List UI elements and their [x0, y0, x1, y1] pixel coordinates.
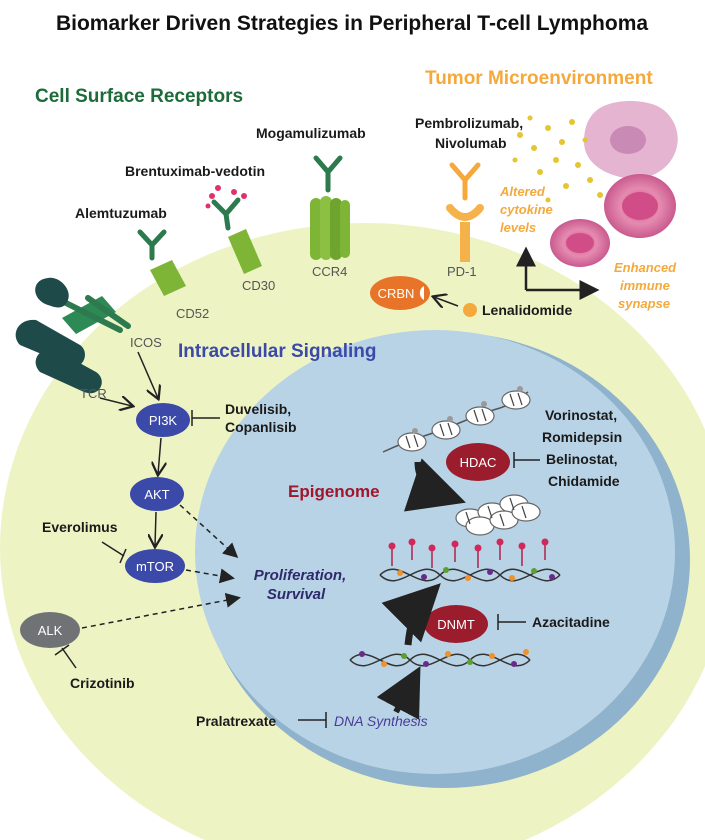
- proliferation-label: Proliferation,: [254, 567, 347, 584]
- section-intracellular: Intracellular Signaling: [178, 341, 377, 362]
- survival-label: Survival: [267, 586, 326, 603]
- icos-tcr-group: [15, 277, 131, 394]
- cd30-label: CD30: [242, 278, 275, 293]
- drug-conjugate-dots: [205, 185, 247, 209]
- microenvironment-cells: [512, 100, 678, 267]
- tcr-label: TCR: [80, 386, 107, 401]
- pralatrexate-label: Pralatrexate: [196, 713, 276, 729]
- copanlisib-label: Copanlisib: [225, 419, 297, 435]
- vorinostat-label: Vorinostat,: [545, 407, 617, 423]
- pembrolizumab-label: Pembrolizumab,: [415, 115, 523, 131]
- pd1-label: PD-1: [447, 264, 477, 279]
- alemtuzumab-label: Alemtuzumab: [75, 205, 167, 221]
- duvelisib-inhibitor: [191, 410, 220, 426]
- pi3k-to-akt-arrow: [158, 437, 161, 474]
- cytokine-dots: [512, 115, 603, 203]
- ccr4-label: CCR4: [312, 264, 347, 279]
- hdac-curved-arrow: [403, 458, 466, 512]
- cytokine-label-1: Altered: [499, 184, 546, 199]
- hdac-inhibitor: [513, 452, 540, 468]
- crbn-label: CRBN: [378, 286, 415, 301]
- chromatin-open: [382, 386, 531, 453]
- cytokine-label-3: levels: [500, 220, 536, 235]
- macrophage-nucleus: [610, 126, 646, 154]
- brentuximab-antibody-icon: [211, 197, 241, 231]
- tcr-to-pi3k-arrow: [99, 398, 132, 406]
- lenalidomide-label: Lenalidomide: [482, 302, 572, 318]
- brentuximab-label: Brentuximab-vedotin: [125, 163, 265, 179]
- pembrolizumab-antibody-icon: [449, 162, 481, 201]
- everolimus-inhibitor: [101, 541, 127, 564]
- dna-unmethylated: [349, 649, 531, 667]
- crizotinib-label: Crizotinib: [70, 675, 135, 691]
- cd52-receptor-group: [137, 229, 186, 296]
- pd1-cup: [446, 204, 484, 221]
- section-tumor-microenvironment: Tumor Microenvironment: [425, 68, 653, 89]
- crbn-node: [370, 276, 430, 310]
- pi3k-label: PI3K: [149, 413, 178, 428]
- page-title: Biomarker Driven Strategies in Periphera…: [56, 12, 648, 35]
- mtor-node: [125, 549, 185, 583]
- ccr4-receptor-group: [310, 155, 350, 260]
- cd30-receptor: [228, 229, 262, 274]
- akt-node: [130, 477, 184, 511]
- tcr-part-2: [15, 319, 85, 367]
- lenalidomide-arrow: [434, 297, 459, 306]
- crizotinib-inhibitor: [54, 644, 77, 669]
- romidepsin-label: Romidepsin: [542, 429, 622, 445]
- cd30-receptor-group: [205, 185, 262, 274]
- mtor-label: mTOR: [136, 559, 174, 574]
- section-cell-surface: Cell Surface Receptors: [35, 86, 243, 107]
- synapse-label-3: synapse: [618, 296, 670, 311]
- chromatin-compact: [455, 494, 541, 536]
- azacitadine-label: Azacitadine: [532, 614, 610, 630]
- pralatrexate-inhibitor: [298, 712, 327, 728]
- akt-to-proliferation-arrow: [179, 504, 239, 559]
- dna-synthesis-label: DNA Synthesis: [334, 713, 428, 729]
- icos-to-pi3k-arrow: [137, 351, 158, 398]
- red-cell-2-center: [566, 233, 594, 253]
- alemtuzumab-antibody-icon: [137, 229, 167, 261]
- lenalidomide-dot: [463, 303, 477, 317]
- alk-label: ALK: [38, 623, 63, 638]
- akt-label: AKT: [144, 487, 169, 502]
- cd52-label: CD52: [176, 306, 209, 321]
- duvelisib-label: Duvelisib,: [225, 401, 291, 417]
- mogamulizumab-antibody-icon: [313, 155, 343, 193]
- akt-to-mtor-arrow: [155, 511, 156, 546]
- synapse-label-2: immune: [620, 278, 670, 293]
- tcr-part-3: [35, 349, 102, 394]
- dnmt-curved-arrow: [381, 583, 441, 646]
- red-cell-1-center: [622, 192, 658, 220]
- cytokine-label-2: cytokine: [500, 202, 553, 217]
- dna-synthesis-arrow: [376, 666, 421, 720]
- synapse-label-1: Enhanced: [614, 260, 677, 275]
- dna-methylated: [379, 538, 561, 582]
- cd52-receptor: [150, 260, 186, 296]
- nivolumab-label: Nivolumab: [435, 135, 507, 151]
- pi3k-node: [136, 403, 190, 437]
- pd1-receptor-group: [446, 162, 484, 262]
- mogamulizumab-label: Mogamulizumab: [256, 125, 366, 141]
- hdac-label: HDAC: [460, 455, 497, 470]
- tcr-part-1: [35, 277, 69, 308]
- icos-antibody-arm: [57, 297, 123, 333]
- belinostat-label: Belinostat,: [546, 451, 618, 467]
- crbn-pocket: [419, 286, 424, 300]
- section-epigenome: Epigenome: [288, 482, 380, 501]
- chidamide-label: Chidamide: [548, 473, 620, 489]
- azacitadine-inhibitor: [497, 614, 526, 630]
- nucleus: [195, 330, 675, 774]
- dnmt-label: DNMT: [437, 617, 475, 632]
- alk-node: [20, 612, 80, 648]
- mtor-to-proliferation-arrow: [185, 568, 235, 584]
- pd1-stem: [460, 222, 470, 262]
- everolimus-label: Everolimus: [42, 519, 118, 535]
- icos-label: ICOS: [130, 335, 162, 350]
